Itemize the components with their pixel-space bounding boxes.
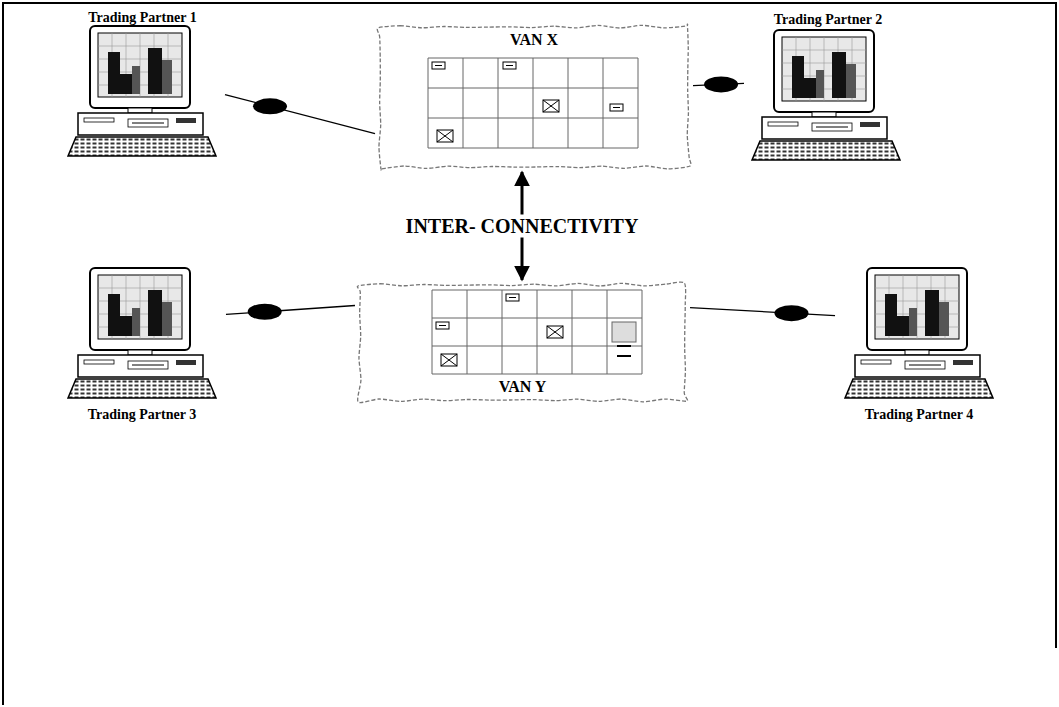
van-cloud: VAN Y xyxy=(355,280,690,405)
network-link xyxy=(226,306,355,315)
computer-icon xyxy=(845,268,993,398)
node-label: Trading Partner 4 xyxy=(865,407,973,423)
computer-icon xyxy=(68,268,216,398)
trading-partner: Trading Partner 2 xyxy=(744,8,912,178)
computer-icon xyxy=(752,30,900,160)
node-label: Trading Partner 2 xyxy=(774,12,882,28)
network-node xyxy=(253,98,287,114)
network-link xyxy=(690,308,835,316)
frame xyxy=(3,3,1056,705)
trading-partner: Trading Partner 3 xyxy=(58,262,226,427)
cloud-outline xyxy=(377,24,691,170)
network-node xyxy=(248,304,282,320)
network-link xyxy=(225,95,375,134)
mailbox-grid xyxy=(428,58,638,148)
trading-partner: Trading Partner 4 xyxy=(835,262,1003,427)
mailbox-grid xyxy=(432,290,642,374)
node-label: VAN Y xyxy=(499,378,547,396)
node-label: Trading Partner 1 xyxy=(88,10,196,26)
computer-icon xyxy=(68,26,216,156)
van-cloud: VAN X xyxy=(375,22,693,172)
network-node xyxy=(704,76,738,92)
trading-partner: Trading Partner 1 xyxy=(60,6,225,171)
cloud-outline xyxy=(357,282,687,402)
node-label: Trading Partner 3 xyxy=(88,407,196,423)
connector-label: INTER- CONNECTIVITY xyxy=(402,215,643,238)
network-node xyxy=(775,305,809,321)
node-label: VAN X xyxy=(510,31,558,49)
